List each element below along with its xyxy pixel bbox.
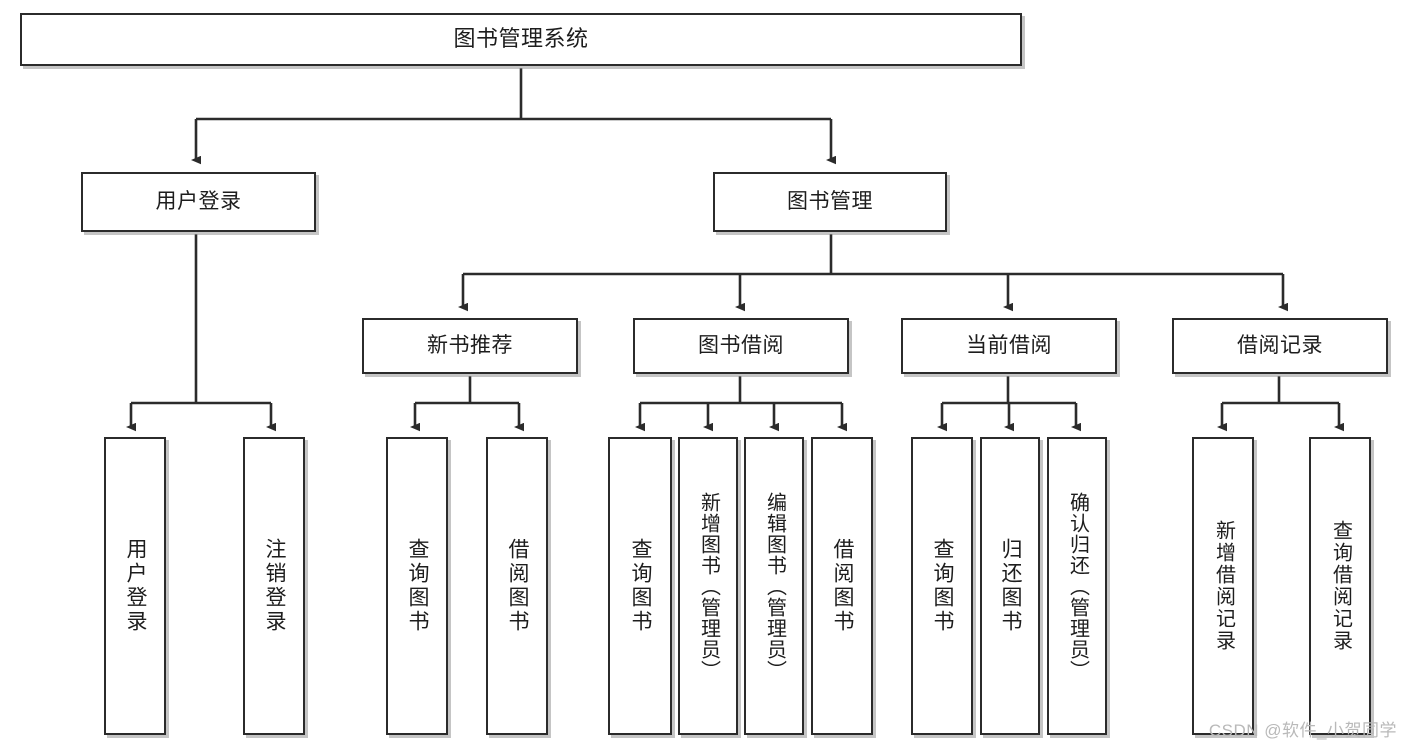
node-label: 用户登录 [155, 190, 242, 214]
node-leaf-edit-book[interactable]: 编辑图书（管理员） [744, 437, 804, 735]
node-book-management[interactable]: 图书管理 [713, 172, 947, 232]
node-root-book-management-system[interactable]: 图书管理系统 [20, 13, 1022, 66]
node-label: 确认归还（管理员） [1066, 491, 1089, 681]
node-leaf-confirm-return[interactable]: 确认归还（管理员） [1047, 437, 1107, 735]
node-leaf-query-borrow-record[interactable]: 查询借阅记录 [1309, 437, 1371, 735]
node-borrow-record[interactable]: 借阅记录 [1172, 318, 1388, 374]
node-label: 新增图书（管理员） [697, 491, 720, 681]
node-label: 借阅图书 [506, 538, 530, 634]
node-user-login[interactable]: 用户登录 [81, 172, 316, 232]
node-book-borrow[interactable]: 图书借阅 [633, 318, 849, 374]
node-label: 查询借阅记录 [1329, 520, 1352, 652]
node-leaf-user-login[interactable]: 用户登录 [104, 437, 166, 735]
node-label: 新增借阅记录 [1212, 520, 1235, 652]
node-label: 图书管理系统 [453, 26, 589, 52]
node-leaf-query-book-recommend[interactable]: 查询图书 [386, 437, 448, 735]
node-leaf-add-borrow-record[interactable]: 新增借阅记录 [1192, 437, 1254, 735]
node-label: 归还图书 [999, 538, 1023, 634]
node-label: 编辑图书（管理员） [763, 491, 786, 681]
node-label: 借阅记录 [1237, 334, 1323, 358]
node-label: 查询图书 [406, 538, 430, 634]
node-leaf-return-book[interactable]: 归还图书 [980, 437, 1040, 735]
node-leaf-borrow-book[interactable]: 借阅图书 [811, 437, 873, 735]
watermark-credit: CSDN @软件_小贺同学 [1208, 721, 1397, 740]
node-label: 借阅图书 [831, 538, 855, 634]
node-leaf-logout-login[interactable]: 注销登录 [243, 437, 305, 735]
node-label: 图书借阅 [698, 334, 784, 358]
node-label: 注销登录 [263, 538, 287, 634]
node-label: 新书推荐 [427, 334, 513, 358]
node-leaf-query-book-current[interactable]: 查询图书 [911, 437, 973, 735]
node-leaf-add-book[interactable]: 新增图书（管理员） [678, 437, 738, 735]
node-label: 当前借阅 [966, 334, 1052, 358]
node-new-book-recommend[interactable]: 新书推荐 [362, 318, 578, 374]
node-leaf-borrow-book-recommend[interactable]: 借阅图书 [486, 437, 548, 735]
node-label: 图书管理 [787, 190, 873, 214]
node-current-borrow[interactable]: 当前借阅 [901, 318, 1117, 374]
node-leaf-query-book-borrow[interactable]: 查询图书 [608, 437, 672, 735]
node-label: 用户登录 [124, 538, 148, 634]
node-label: 查询图书 [931, 538, 955, 634]
node-label: 查询图书 [629, 538, 653, 634]
